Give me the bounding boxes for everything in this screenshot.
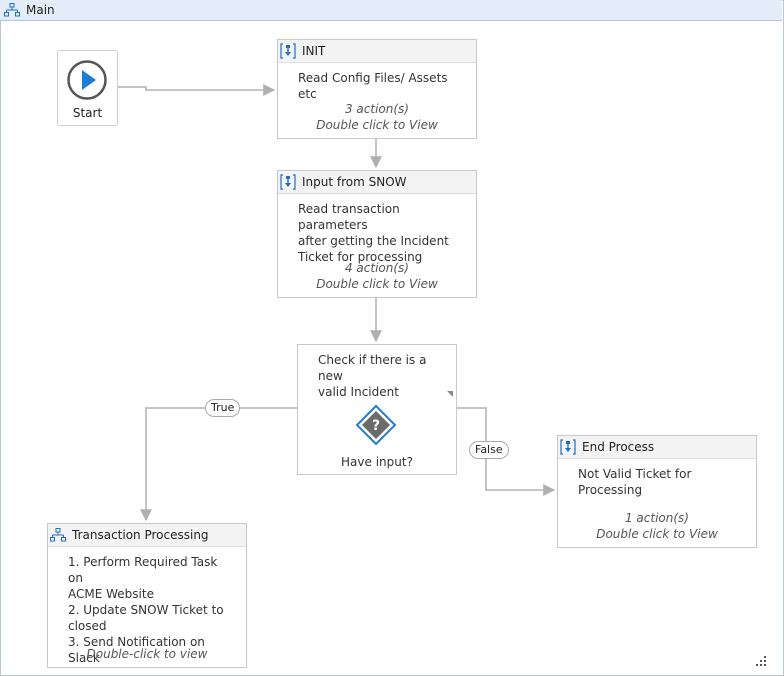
decision-node[interactable]: Check if there is a new valid Incident ?… — [297, 344, 457, 475]
decision-corner-mark — [447, 391, 453, 397]
true-branch-label: True — [205, 399, 241, 417]
sequence-icon — [560, 439, 576, 455]
input-header: Input from SNOW — [278, 171, 476, 194]
input-title: Input from SNOW — [302, 175, 407, 189]
sequence-icon — [280, 174, 296, 190]
init-header: INIT — [278, 40, 476, 63]
input-view-hint: Double click to View — [316, 277, 438, 291]
transaction-view-hint: Double-click to view — [86, 647, 208, 661]
resize-grip-icon[interactable] — [756, 656, 766, 666]
init-description: Read Config Files/ Assets etc — [298, 71, 448, 101]
decision-icon: ? — [356, 405, 396, 445]
input-actions-count: 4 action(s) — [344, 261, 409, 275]
flowchart-icon — [4, 3, 20, 17]
false-branch-label: False — [469, 441, 509, 459]
sequence-icon — [280, 43, 296, 59]
init-title: INIT — [302, 44, 326, 58]
transaction-description: 1. Perform Required Task on ACME Website… — [68, 555, 224, 665]
transaction-processing-state[interactable]: Transaction Processing 1. Perform Requir… — [47, 523, 247, 668]
start-node[interactable]: Start — [57, 50, 118, 126]
decision-question: Check if there is a new valid Incident — [318, 353, 427, 399]
connector-true[interactable] — [140, 407, 297, 522]
end-title: End Process — [582, 440, 655, 454]
start-label: Start — [72, 106, 103, 120]
end-header: End Process — [558, 436, 756, 459]
transaction-title: Transaction Processing — [72, 528, 209, 542]
end-view-hint: Double click to View — [596, 527, 718, 541]
input-state[interactable]: Input from SNOW Read transaction paramet… — [277, 170, 477, 298]
transaction-header: Transaction Processing — [48, 524, 246, 547]
title-bar: Main — [0, 0, 782, 21]
decision-label: Have input? — [341, 455, 413, 469]
end-process-state[interactable]: End Process Not Valid Ticket for Process… — [557, 435, 757, 548]
init-view-hint: Double click to View — [316, 118, 438, 132]
play-icon — [67, 60, 107, 100]
end-actions-count: 1 action(s) — [624, 511, 689, 525]
window-title: Main — [26, 3, 55, 17]
connector-start-init[interactable] — [117, 84, 276, 96]
svg-text:?: ? — [372, 418, 380, 434]
init-state[interactable]: INIT Read Config Files/ Assets etc 3 act… — [277, 39, 477, 139]
end-description: Not Valid Ticket for Processing — [578, 467, 692, 497]
flowchart-icon — [50, 528, 66, 542]
init-actions-count: 3 action(s) — [344, 102, 409, 116]
input-description: Read transaction parameters after gettin… — [298, 202, 449, 264]
